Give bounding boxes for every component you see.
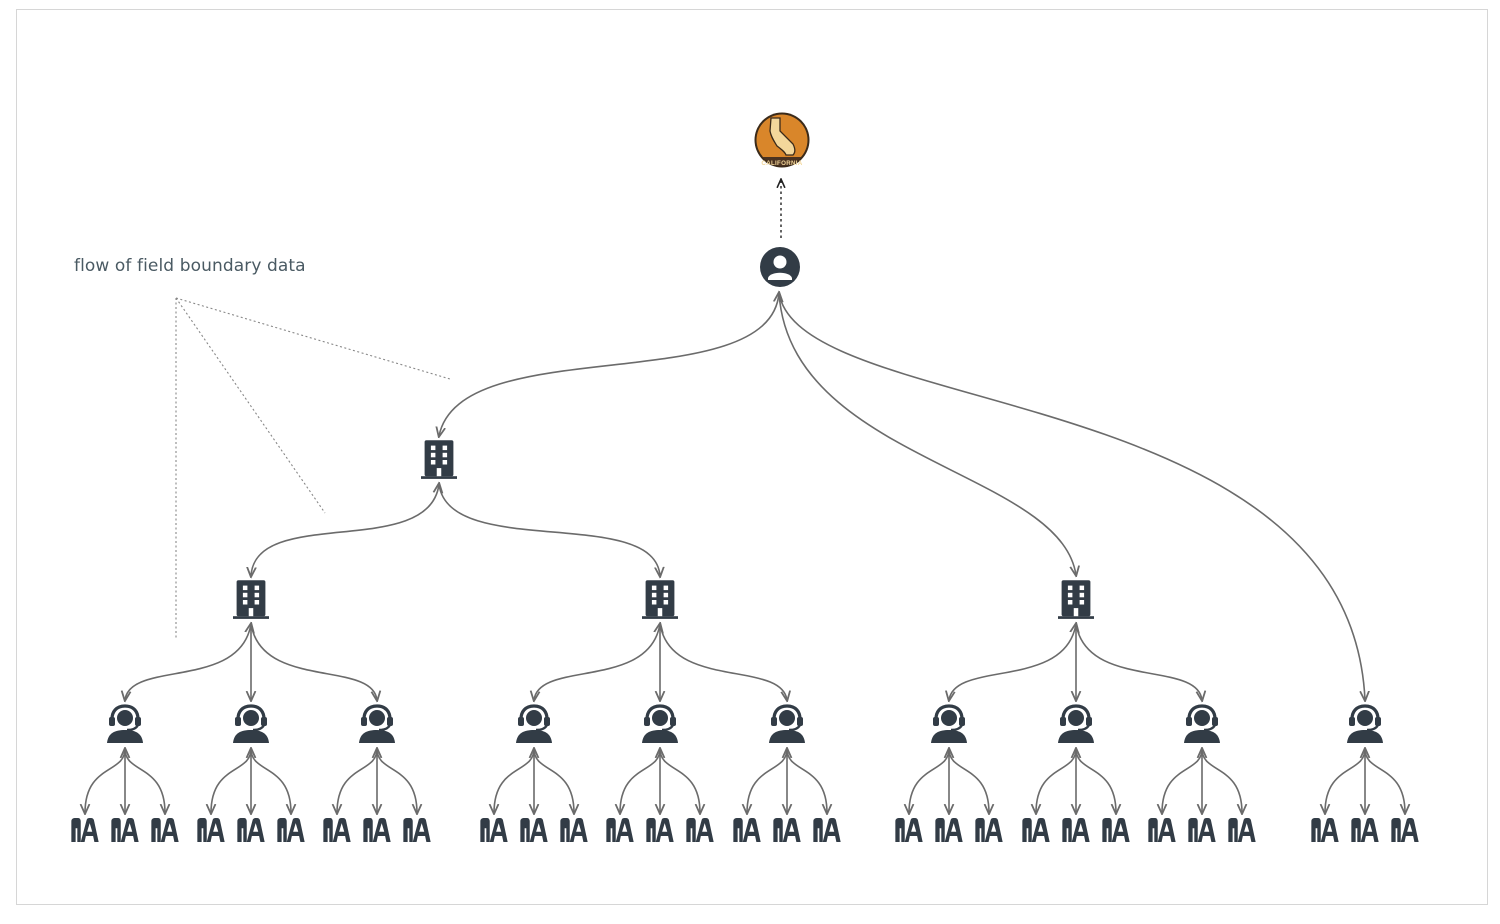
farmer-icon xyxy=(151,818,179,842)
farmer-icon xyxy=(606,818,634,842)
building-icon xyxy=(1058,580,1094,619)
agent-nodes xyxy=(105,704,1385,743)
edges xyxy=(125,180,1365,700)
edge-agent-to-farmer xyxy=(1075,748,1116,813)
building-icon xyxy=(233,580,269,619)
farmer-icon xyxy=(111,818,139,842)
farmer-icon xyxy=(1022,818,1050,842)
edge-coordinator-to-org-c xyxy=(778,292,1076,575)
headset-agent-icon xyxy=(640,704,680,743)
edge-org-b-to-agent-b3 xyxy=(659,623,787,700)
edge-org-a-to-agent-a3 xyxy=(250,623,377,700)
edge-agent-to-farmer xyxy=(1364,748,1405,813)
farmer-icon xyxy=(895,818,923,842)
edge-agent-to-farmer xyxy=(909,749,949,813)
headset-agent-icon xyxy=(1345,704,1385,743)
headset-agent-icon xyxy=(1056,704,1096,743)
farmer-icon xyxy=(1148,818,1176,842)
edge-agent-to-farmer xyxy=(376,748,417,813)
edge-coordinator-to-agent-d1 xyxy=(778,292,1365,700)
edge-agent-to-farmer xyxy=(1325,749,1365,813)
building-icon xyxy=(421,440,457,479)
edge-agent-to-farmer xyxy=(1201,748,1242,813)
edge-agent-to-farmer xyxy=(494,749,534,813)
headset-agent-icon xyxy=(357,704,397,743)
diagram-frame xyxy=(16,9,1488,905)
edge-org-c-to-agent-c1 xyxy=(949,624,1076,700)
california-seal-icon: CALIFORNIA xyxy=(754,112,810,168)
edge-org-b-to-agent-b1 xyxy=(534,624,660,700)
edge-agent-to-farmer xyxy=(747,749,787,813)
edge-org-c-to-agent-c3 xyxy=(1075,623,1202,700)
farmer-icon xyxy=(277,818,305,842)
seal-text: CALIFORNIA xyxy=(761,160,802,167)
headset-agent-icon xyxy=(929,704,969,743)
farmer-icon xyxy=(1311,818,1339,842)
edge-agent-to-farmer xyxy=(533,748,574,813)
farmer-icon xyxy=(403,818,431,842)
edge-agent-to-farmer xyxy=(124,748,165,813)
farmer-icon xyxy=(237,818,265,842)
edge-agent-to-farmer xyxy=(211,749,251,813)
edge-coordinator-to-org-main xyxy=(439,293,779,436)
edge-agent-to-farmer xyxy=(620,749,660,813)
farmer-icon xyxy=(733,818,761,842)
farmer-icon xyxy=(935,818,963,842)
farmer-icon xyxy=(71,818,99,842)
leader-line-to-sub-orgs xyxy=(175,297,326,514)
farmer-icon xyxy=(813,818,841,842)
farmer-icon xyxy=(1391,818,1419,842)
headset-agent-icon xyxy=(767,704,807,743)
building-icon xyxy=(642,580,678,619)
person-icon xyxy=(760,247,800,287)
farmer-icon xyxy=(1351,818,1379,842)
edge-agent-to-farmer xyxy=(659,748,700,813)
farmer-icon xyxy=(1228,818,1256,842)
farmer-icon xyxy=(323,818,351,842)
headset-agent-icon xyxy=(231,704,271,743)
edge-agent-to-farmer xyxy=(1036,749,1076,813)
farmer-edges xyxy=(85,749,1405,813)
farmer-icon xyxy=(686,818,714,842)
edge-org-main-to-org-a xyxy=(251,484,439,576)
headset-agent-icon xyxy=(1182,704,1222,743)
edge-agent-to-farmer xyxy=(1162,749,1202,813)
farmer-icon xyxy=(1062,818,1090,842)
annotation-label: flow of field boundary data xyxy=(74,256,306,276)
headset-agent-icon xyxy=(514,704,554,743)
headset-agent-icon xyxy=(105,704,145,743)
farmer-icon xyxy=(1102,818,1130,842)
edge-org-main-to-org-b xyxy=(438,483,660,576)
farmer-icon xyxy=(520,818,548,842)
farmer-icon xyxy=(363,818,391,842)
leader-line-to-main-org xyxy=(175,297,451,380)
farmer-icon xyxy=(197,818,225,842)
farmer-icon xyxy=(646,818,674,842)
edge-agent-to-farmer xyxy=(85,749,125,813)
farmer-icon xyxy=(975,818,1003,842)
edge-agent-to-farmer xyxy=(250,748,291,813)
edge-agent-to-farmer xyxy=(786,748,827,813)
farmer-icon xyxy=(773,818,801,842)
farmer-nodes xyxy=(71,818,1419,842)
edge-agent-to-farmer xyxy=(948,748,989,813)
edge-org-a-to-agent-a1 xyxy=(125,624,251,700)
farmer-icon xyxy=(480,818,508,842)
farmer-icon xyxy=(560,818,588,842)
farmer-icon xyxy=(1188,818,1216,842)
annotation-leaders xyxy=(175,297,451,640)
edge-agent-to-farmer xyxy=(337,749,377,813)
